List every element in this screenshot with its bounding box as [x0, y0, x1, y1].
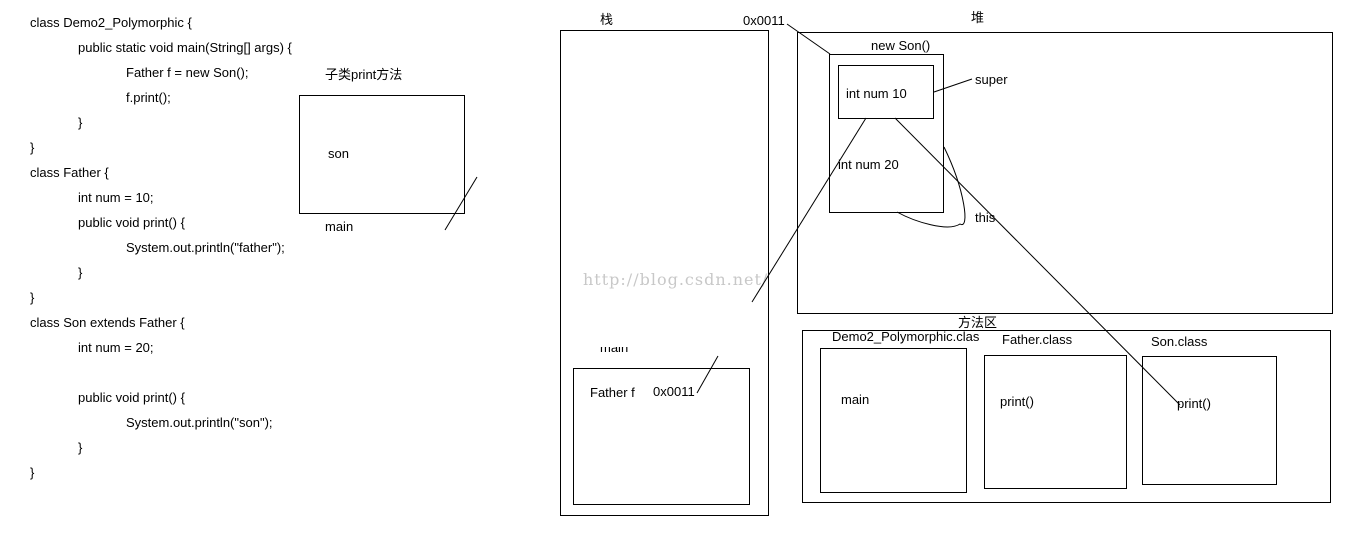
address-pointer-line — [786, 23, 831, 55]
stack-variable-address: 0x0011 — [653, 384, 695, 399]
code-line: class Demo2_Polymorphic { — [30, 15, 192, 30]
class-name-son: Son.class — [1151, 334, 1208, 349]
son-num-field: int num 20 — [838, 157, 899, 172]
stack-main-frame-label: main — [600, 347, 629, 355]
class-method-father: print() — [1000, 394, 1034, 409]
code-line: } — [30, 290, 35, 305]
class-name-father: Father.class — [1002, 332, 1073, 347]
this-curve-line — [896, 146, 966, 228]
subclass-print-content: son — [328, 146, 349, 161]
subclass-frame-main-label: main — [325, 219, 354, 234]
code-line: public static void main(String[] args) { — [78, 40, 292, 55]
code-line: } — [30, 465, 35, 480]
code-line: class Father { — [30, 165, 109, 180]
father-field-to-stack-line — [751, 117, 867, 303]
father-part: int num 10 — [838, 65, 934, 119]
class-method-demo: main — [841, 392, 870, 407]
heap-object-address: 0x0011 — [743, 13, 785, 28]
heap-title: 堆 — [971, 10, 985, 25]
class-method-son: print() — [1177, 396, 1211, 411]
code-line: public void print() { — [78, 390, 185, 405]
subclass-print-frame: son — [299, 95, 465, 214]
heap-area — [797, 32, 1333, 314]
code-line: System.out.println("father"); — [126, 240, 285, 255]
code-line: } — [78, 265, 83, 280]
class-name-demo: Demo2_Polymorphic.clas — [832, 329, 980, 344]
heap-object-label: new Son() — [871, 38, 931, 53]
code-line: int num = 20; — [78, 340, 154, 355]
stack-reference-line — [696, 355, 719, 394]
code-line: System.out.println("son"); — [126, 415, 273, 430]
super-pointer-line — [933, 78, 973, 93]
stack-title: 栈 — [600, 12, 614, 27]
watermark: http://blog.csdn.net/ — [583, 270, 769, 289]
stack-variable-f: Father f — [590, 385, 635, 400]
code-line: class Son extends Father { — [30, 315, 185, 330]
stack-main-frame: Father f 0x0011 — [573, 368, 750, 505]
code-line: } — [30, 140, 35, 155]
code-line: int num = 10; — [78, 190, 154, 205]
code-line: f.print(); — [126, 90, 171, 105]
father-num-field: int num 10 — [846, 86, 907, 101]
method-area-title: 方法区 — [958, 315, 998, 330]
subclass-frame-tick-line — [444, 176, 478, 231]
code-line: public void print() { — [78, 215, 185, 230]
super-label: super — [975, 72, 1008, 87]
stack-area — [560, 30, 769, 516]
son-object: int num 10 int num 20 — [829, 54, 944, 213]
code-line: Father f = new Son(); — [126, 65, 249, 80]
dynamic-dispatch-line — [894, 117, 1181, 406]
class-box-demo: main — [820, 348, 967, 493]
code-line: } — [78, 115, 83, 130]
method-area — [802, 330, 1331, 503]
class-box-son: print() — [1142, 356, 1277, 485]
code-line: } — [78, 440, 83, 455]
subclass-print-caption: 子类print方法 — [325, 67, 403, 82]
class-box-father: print() — [984, 355, 1127, 489]
